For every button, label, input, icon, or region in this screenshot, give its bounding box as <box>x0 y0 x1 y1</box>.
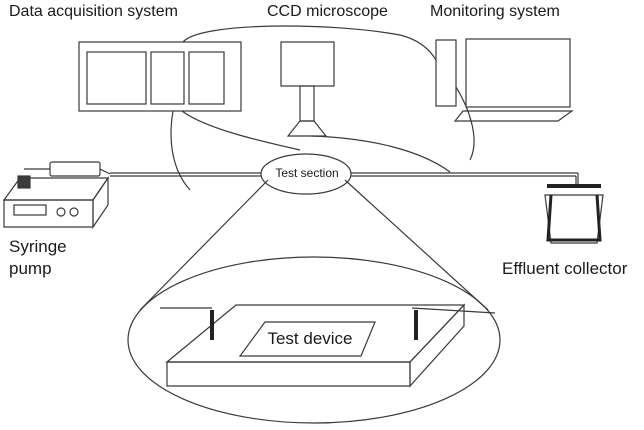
pump-side-face <box>92 176 109 229</box>
label-test-device: Test device <box>267 329 353 348</box>
daq-module-3 <box>188 51 225 105</box>
zoom-line-left <box>139 179 269 311</box>
label-syringe: Syringe <box>9 237 67 256</box>
label-data-acquisition-system: Data acquisition system <box>9 3 178 20</box>
effluent-collector <box>544 194 604 244</box>
syringe-pump <box>2 161 111 229</box>
zoom-line-right <box>344 179 489 311</box>
ccd-camera-body <box>280 41 335 87</box>
syringe-clamp <box>17 175 31 189</box>
label-ccd-microscope: CCD microscope <box>267 3 388 20</box>
device-front-face <box>166 361 411 387</box>
data-acquisition-system <box>78 41 242 112</box>
cable-daq-to-monitor <box>182 25 437 61</box>
label-pump: pump <box>9 259 52 278</box>
ccd-objective-lens <box>286 120 328 137</box>
monitor-tower <box>435 39 457 107</box>
signal-cables <box>170 25 475 191</box>
cable-ccd-to-flowline <box>310 135 451 173</box>
label-monitoring-system: Monitoring system <box>430 3 560 20</box>
collector-beaker <box>544 194 604 244</box>
daq-module-1 <box>86 51 147 105</box>
ccd-microscope-tube <box>299 85 315 122</box>
label-effluent-collector: Effluent collector <box>502 259 628 278</box>
pump-button-2 <box>69 207 79 217</box>
ccd-microscope <box>280 41 335 137</box>
test-device-chip <box>238 321 376 357</box>
pump-front-face <box>3 199 94 228</box>
device-outlet-tube <box>411 307 496 314</box>
cable-daq-to-section <box>181 110 301 151</box>
test-device-assembly <box>160 303 496 388</box>
monitor-keyboard <box>453 110 574 122</box>
device-side-face <box>409 303 465 388</box>
flow-tubing <box>110 172 579 185</box>
cable-daq-down <box>170 110 191 191</box>
test-section-ellipse <box>260 153 352 195</box>
cable-monitor-down <box>455 86 475 161</box>
daq-chassis <box>78 41 242 112</box>
monitor-screen <box>465 38 571 108</box>
pump-display <box>13 204 47 216</box>
pump-button-1 <box>56 207 66 217</box>
magnified-view-ellipse <box>127 256 501 424</box>
syringe-barrel <box>49 161 101 177</box>
label-test-section: Test section <box>275 166 339 180</box>
monitoring-system <box>435 38 574 122</box>
daq-module-2 <box>150 51 185 105</box>
